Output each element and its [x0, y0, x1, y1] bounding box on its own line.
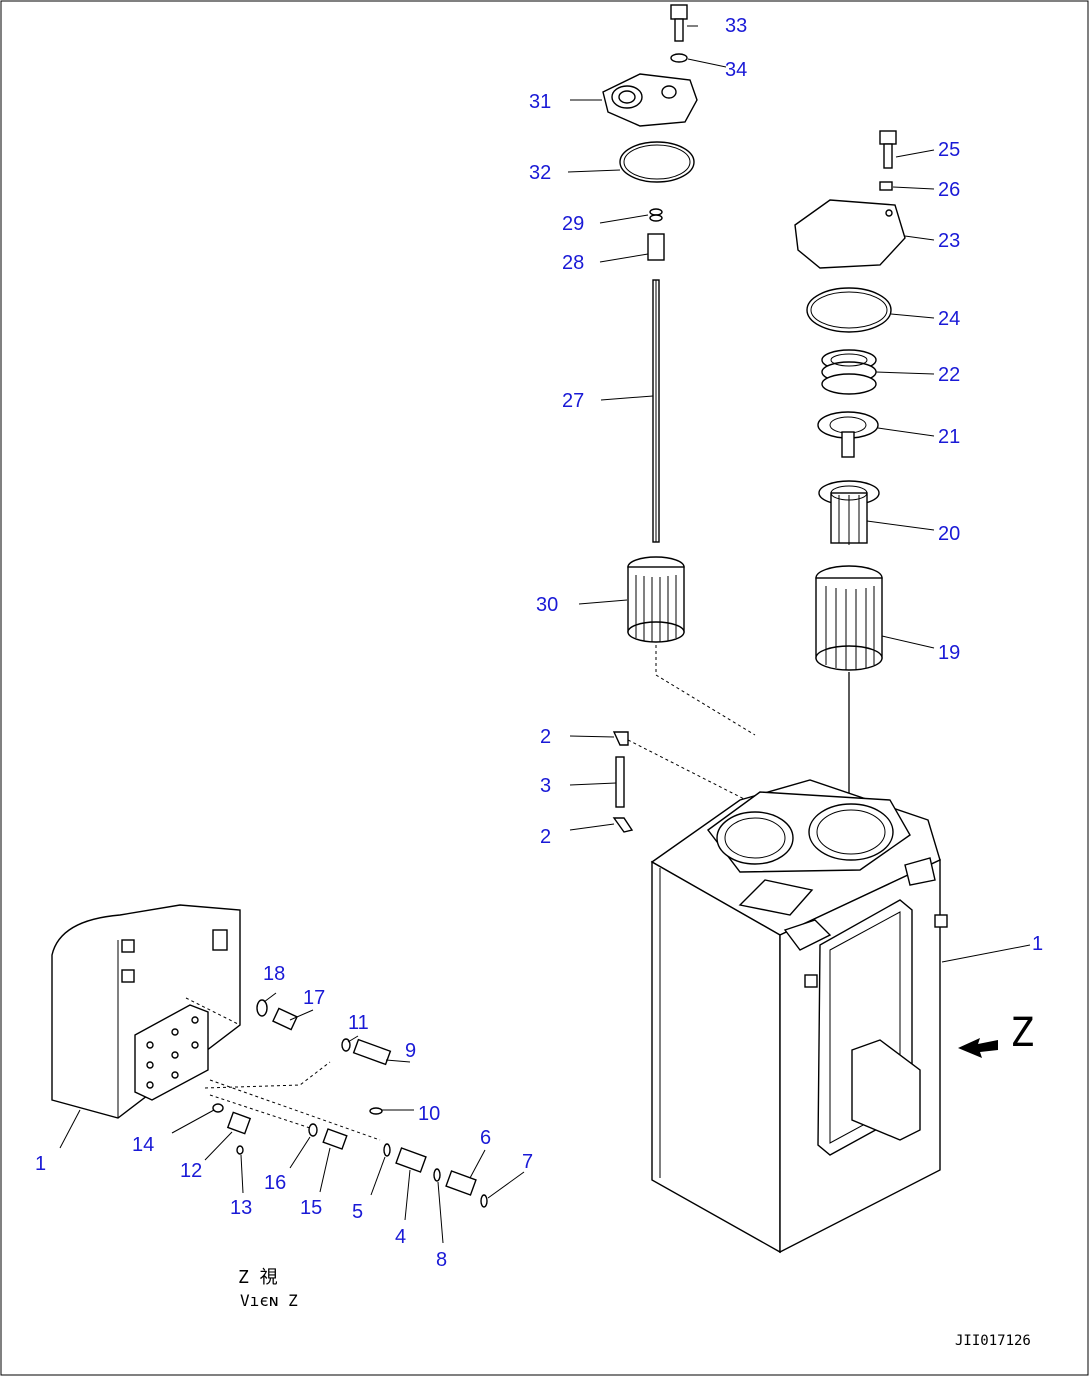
callout-17: 17	[303, 987, 325, 1009]
part-32-o-ring	[619, 141, 695, 183]
callout-16: 16	[264, 1172, 286, 1194]
part-30-strainer	[627, 556, 685, 643]
callout-leader-lines	[59, 25, 1031, 1244]
part-5-o-ring	[383, 1143, 391, 1157]
callout-18: 18	[263, 963, 285, 985]
callout-23: 23	[938, 230, 960, 252]
callout-6: 6	[480, 1127, 491, 1149]
part-28-bushing	[647, 233, 665, 261]
callout-2-top: 2	[540, 726, 551, 748]
callout-28: 28	[562, 252, 584, 274]
callout-19: 19	[938, 642, 960, 664]
part-2-elbow-top	[612, 731, 629, 746]
part-14-o-ring	[212, 1103, 224, 1113]
part-16-o-ring	[308, 1123, 318, 1137]
view-z-arrow	[958, 1038, 998, 1058]
part-21-valve	[817, 411, 879, 458]
part-2-elbow-bottom	[612, 817, 634, 833]
callout-30: 30	[536, 594, 558, 616]
part-22-spring	[821, 349, 877, 395]
callout-25: 25	[938, 139, 960, 161]
part-15-fitting	[322, 1128, 348, 1150]
part-3-hose	[615, 756, 625, 808]
callout-27: 27	[562, 390, 584, 412]
part-23-cover	[794, 199, 906, 269]
part-27-rod	[652, 279, 660, 543]
part-29-spring	[649, 208, 663, 222]
centerline-30	[655, 645, 756, 736]
part-19-element	[815, 565, 883, 671]
part-18-o-ring	[256, 999, 268, 1017]
callout-29: 29	[562, 213, 584, 235]
part-33-bolt	[670, 4, 688, 42]
part-10-o-ring	[369, 1107, 383, 1115]
callout-22: 22	[938, 364, 960, 386]
callout-8: 8	[436, 1249, 447, 1271]
callout-14: 14	[132, 1134, 154, 1156]
callout-34: 34	[725, 59, 747, 81]
part-8-o-ring	[433, 1168, 441, 1182]
part-17-plug	[272, 1007, 298, 1031]
callout-5: 5	[352, 1201, 363, 1223]
view-z-tank-side	[51, 904, 241, 1119]
part-31-cover	[602, 73, 698, 127]
view-z-caption-en: Vıєɴ Z	[240, 1291, 298, 1310]
part-12-fitting	[226, 1111, 252, 1135]
callout-11: 11	[348, 1012, 369, 1034]
drawing-code: JII017126	[955, 1333, 1031, 1349]
part-6-sensor	[445, 1170, 477, 1196]
callout-15: 15	[300, 1197, 322, 1219]
callout-10: 10	[418, 1103, 440, 1125]
callout-1-tank: 1	[1032, 933, 1043, 955]
view-z-caption-jp: Z 視	[238, 1267, 278, 1288]
callout-2-bottom: 2	[540, 826, 551, 848]
part-26-washer	[879, 181, 893, 191]
callout-12: 12	[180, 1160, 202, 1182]
centerline-2	[627, 739, 753, 804]
part-1-tank	[650, 779, 948, 1254]
view-z-leader-lines	[185, 997, 381, 1141]
callout-33: 33	[725, 15, 747, 37]
callout-20: 20	[938, 523, 960, 545]
part-4-connector	[395, 1147, 427, 1173]
callout-3: 3	[540, 775, 551, 797]
callout-32: 32	[529, 162, 551, 184]
callout-1-view-z: 1	[35, 1153, 46, 1175]
callout-24: 24	[938, 308, 960, 330]
part-24-o-ring	[806, 287, 892, 333]
callout-26: 26	[938, 179, 960, 201]
part-25-bolt	[879, 130, 897, 169]
part-11-o-ring	[341, 1038, 351, 1052]
callout-4: 4	[395, 1226, 406, 1248]
part-34-washer	[670, 53, 688, 63]
part-13-o-ring	[236, 1145, 244, 1155]
part-20-strainer	[818, 480, 880, 545]
callout-7: 7	[522, 1151, 533, 1173]
part-7-o-ring	[480, 1194, 488, 1208]
view-z-arrow-label: Z	[1010, 1010, 1034, 1056]
callout-21: 21	[938, 426, 960, 448]
part-9-elbow	[352, 1038, 392, 1066]
callout-numbers: 33 34 31 32 29 28 27 25 26 23 24 22 21 2…	[35, 15, 1043, 1271]
callout-13: 13	[230, 1197, 252, 1219]
callout-9: 9	[405, 1040, 416, 1062]
callout-31: 31	[529, 91, 551, 113]
